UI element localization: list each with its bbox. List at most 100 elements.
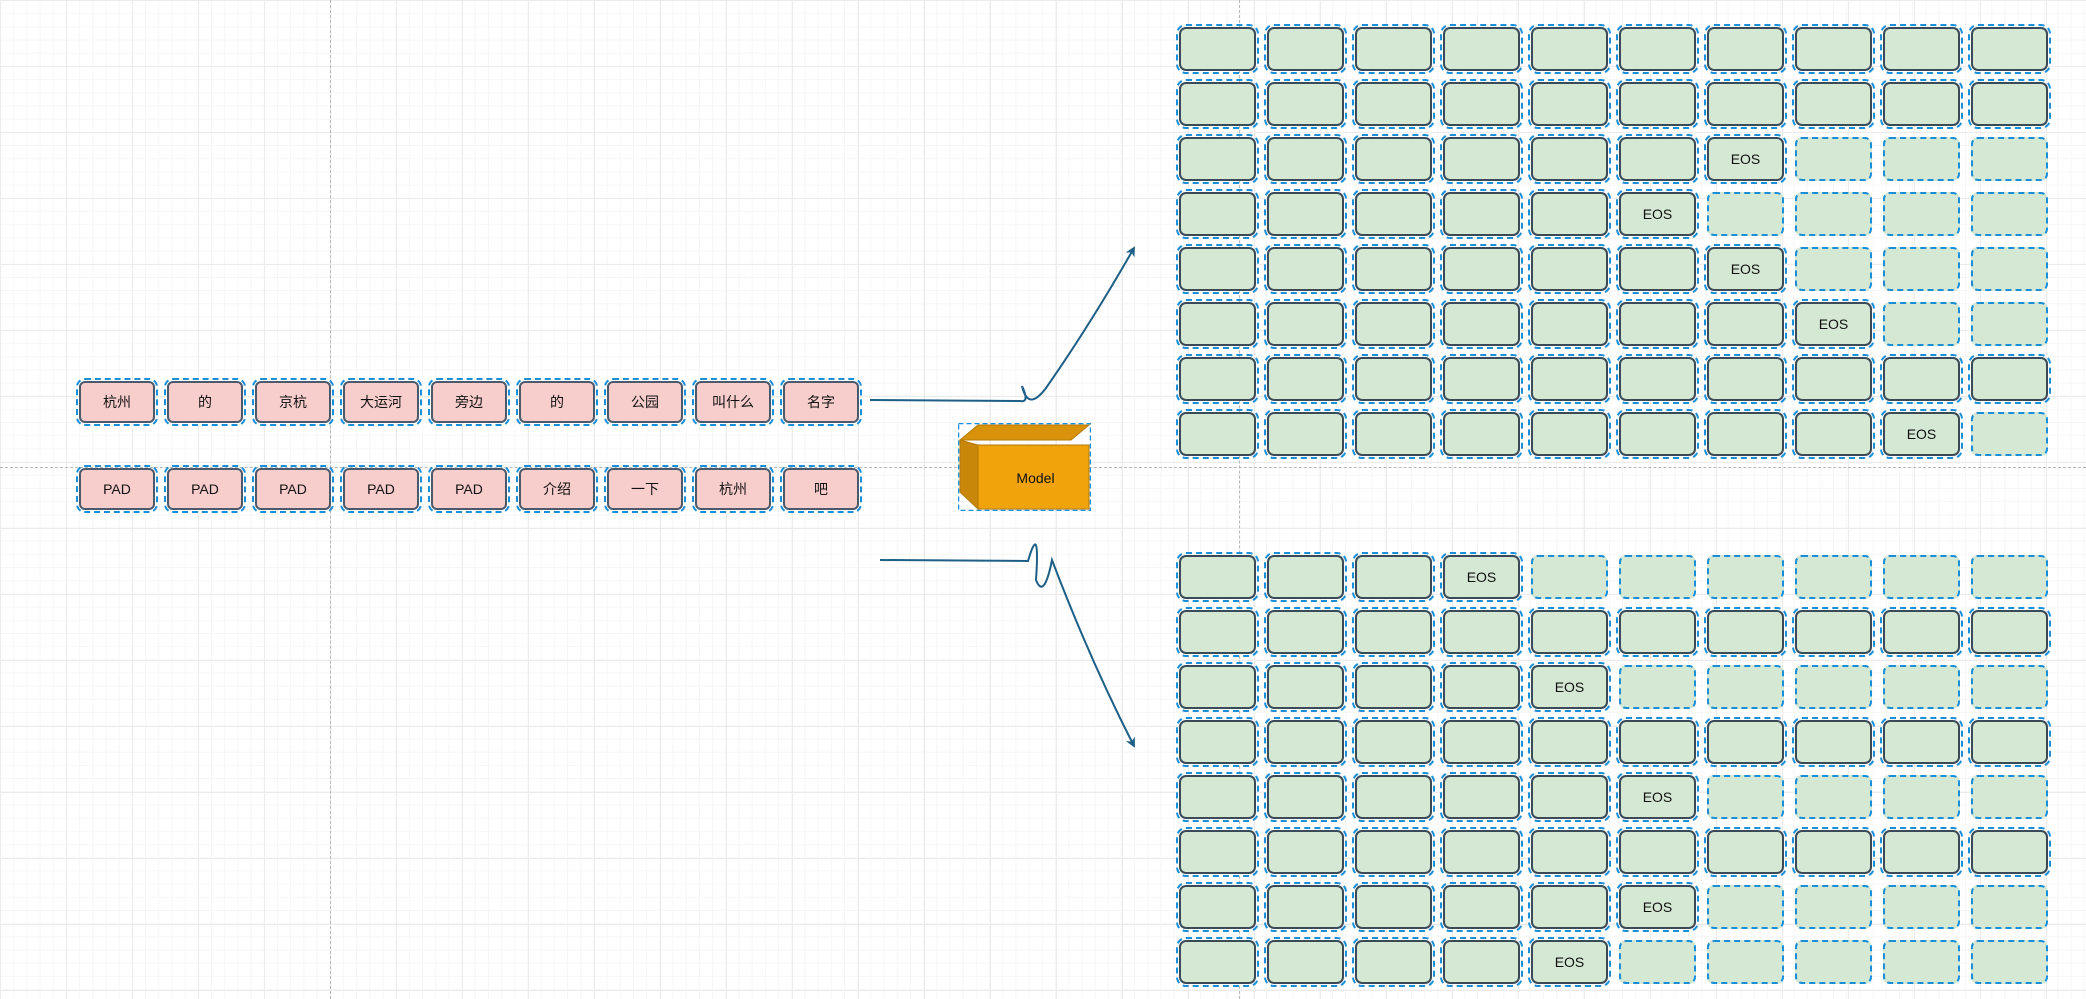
output-cell[interactable] <box>1440 937 1523 987</box>
output-cell[interactable] <box>1352 827 1435 877</box>
padding-cell[interactable] <box>1619 940 1696 984</box>
output-cell[interactable] <box>1880 717 1963 767</box>
input-token[interactable]: 的 <box>164 378 246 426</box>
padding-cell[interactable] <box>1883 302 1960 346</box>
output-cell[interactable] <box>1440 354 1523 404</box>
output-cell[interactable] <box>1440 772 1523 822</box>
output-cell[interactable] <box>1616 24 1699 74</box>
output-cell[interactable] <box>1352 772 1435 822</box>
output-cell[interactable] <box>1792 607 1875 657</box>
output-cell[interactable] <box>1616 244 1699 294</box>
output-cell[interactable] <box>1176 354 1259 404</box>
output-cell[interactable] <box>1176 244 1259 294</box>
input-token[interactable]: 杭州 <box>692 465 774 513</box>
padding-cell[interactable] <box>1883 665 1960 709</box>
input-token[interactable]: 一下 <box>604 465 686 513</box>
output-cell[interactable] <box>1616 409 1699 459</box>
output-cell[interactable] <box>1792 827 1875 877</box>
eos-cell[interactable]: EOS <box>1616 772 1699 822</box>
output-cell[interactable] <box>1704 354 1787 404</box>
input-token[interactable]: 旁边 <box>428 378 510 426</box>
input-token[interactable]: PAD <box>76 465 158 513</box>
padding-cell[interactable] <box>1795 555 1872 599</box>
output-cell[interactable] <box>1264 772 1347 822</box>
output-cell[interactable] <box>1968 827 2051 877</box>
output-cell[interactable] <box>1792 717 1875 767</box>
eos-cell[interactable]: EOS <box>1704 134 1787 184</box>
padding-cell[interactable] <box>1971 412 2048 456</box>
output-cell[interactable] <box>1440 244 1523 294</box>
padding-cell[interactable] <box>1883 885 1960 929</box>
output-cell[interactable] <box>1176 772 1259 822</box>
output-cell[interactable] <box>1176 717 1259 767</box>
output-cell[interactable] <box>1880 24 1963 74</box>
output-cell[interactable] <box>1352 882 1435 932</box>
output-cell[interactable] <box>1440 189 1523 239</box>
padding-cell[interactable] <box>1971 775 2048 819</box>
eos-cell[interactable]: EOS <box>1616 882 1699 932</box>
padding-cell[interactable] <box>1883 775 1960 819</box>
output-cell[interactable] <box>1264 244 1347 294</box>
output-cell[interactable] <box>1440 882 1523 932</box>
output-cell[interactable] <box>1264 882 1347 932</box>
padding-cell[interactable] <box>1707 555 1784 599</box>
output-cell[interactable] <box>1352 607 1435 657</box>
padding-cell[interactable] <box>1971 555 2048 599</box>
output-cell[interactable] <box>1352 552 1435 602</box>
output-cell[interactable] <box>1704 409 1787 459</box>
output-cell[interactable] <box>1440 79 1523 129</box>
output-cell[interactable] <box>1792 354 1875 404</box>
output-cell[interactable] <box>1880 354 1963 404</box>
output-cell[interactable] <box>1352 299 1435 349</box>
output-cell[interactable] <box>1880 79 1963 129</box>
output-cell[interactable] <box>1352 662 1435 712</box>
padding-cell[interactable] <box>1971 192 2048 236</box>
output-cell[interactable] <box>1264 299 1347 349</box>
output-cell[interactable] <box>1528 244 1611 294</box>
output-cell[interactable] <box>1616 717 1699 767</box>
eos-cell[interactable]: EOS <box>1704 244 1787 294</box>
output-cell[interactable] <box>1440 717 1523 767</box>
output-cell[interactable] <box>1352 409 1435 459</box>
input-token[interactable]: 大运河 <box>340 378 422 426</box>
output-cell[interactable] <box>1704 827 1787 877</box>
output-cell[interactable] <box>1352 189 1435 239</box>
padding-cell[interactable] <box>1795 775 1872 819</box>
output-cell[interactable] <box>1616 299 1699 349</box>
eos-cell[interactable]: EOS <box>1528 662 1611 712</box>
output-cell[interactable] <box>1880 827 1963 877</box>
output-cell[interactable] <box>1440 409 1523 459</box>
padding-cell[interactable] <box>1971 665 2048 709</box>
padding-cell[interactable] <box>1883 247 1960 291</box>
padding-cell[interactable] <box>1795 885 1872 929</box>
output-cell[interactable] <box>1176 409 1259 459</box>
padding-cell[interactable] <box>1971 302 2048 346</box>
output-cell[interactable] <box>1176 882 1259 932</box>
padding-cell[interactable] <box>1707 192 1784 236</box>
padding-cell[interactable] <box>1707 665 1784 709</box>
output-cell[interactable] <box>1264 827 1347 877</box>
input-token[interactable]: 京杭 <box>252 378 334 426</box>
output-cell[interactable] <box>1704 299 1787 349</box>
output-cell[interactable] <box>1352 134 1435 184</box>
padding-cell[interactable] <box>1795 940 1872 984</box>
output-cell[interactable] <box>1264 79 1347 129</box>
output-cell[interactable] <box>1264 24 1347 74</box>
output-cell[interactable] <box>1264 552 1347 602</box>
output-cell[interactable] <box>1176 189 1259 239</box>
output-cell[interactable] <box>1528 607 1611 657</box>
padding-cell[interactable] <box>1971 137 2048 181</box>
padding-cell[interactable] <box>1707 940 1784 984</box>
output-cell[interactable] <box>1352 79 1435 129</box>
output-cell[interactable] <box>1176 937 1259 987</box>
output-cell[interactable] <box>1528 409 1611 459</box>
padding-cell[interactable] <box>1883 192 1960 236</box>
output-cell[interactable] <box>1704 79 1787 129</box>
output-cell[interactable] <box>1528 827 1611 877</box>
padding-cell[interactable] <box>1971 247 2048 291</box>
padding-cell[interactable] <box>1619 555 1696 599</box>
padding-cell[interactable] <box>1971 940 2048 984</box>
output-cell[interactable] <box>1704 717 1787 767</box>
input-token[interactable]: 吧 <box>780 465 862 513</box>
eos-cell[interactable]: EOS <box>1616 189 1699 239</box>
